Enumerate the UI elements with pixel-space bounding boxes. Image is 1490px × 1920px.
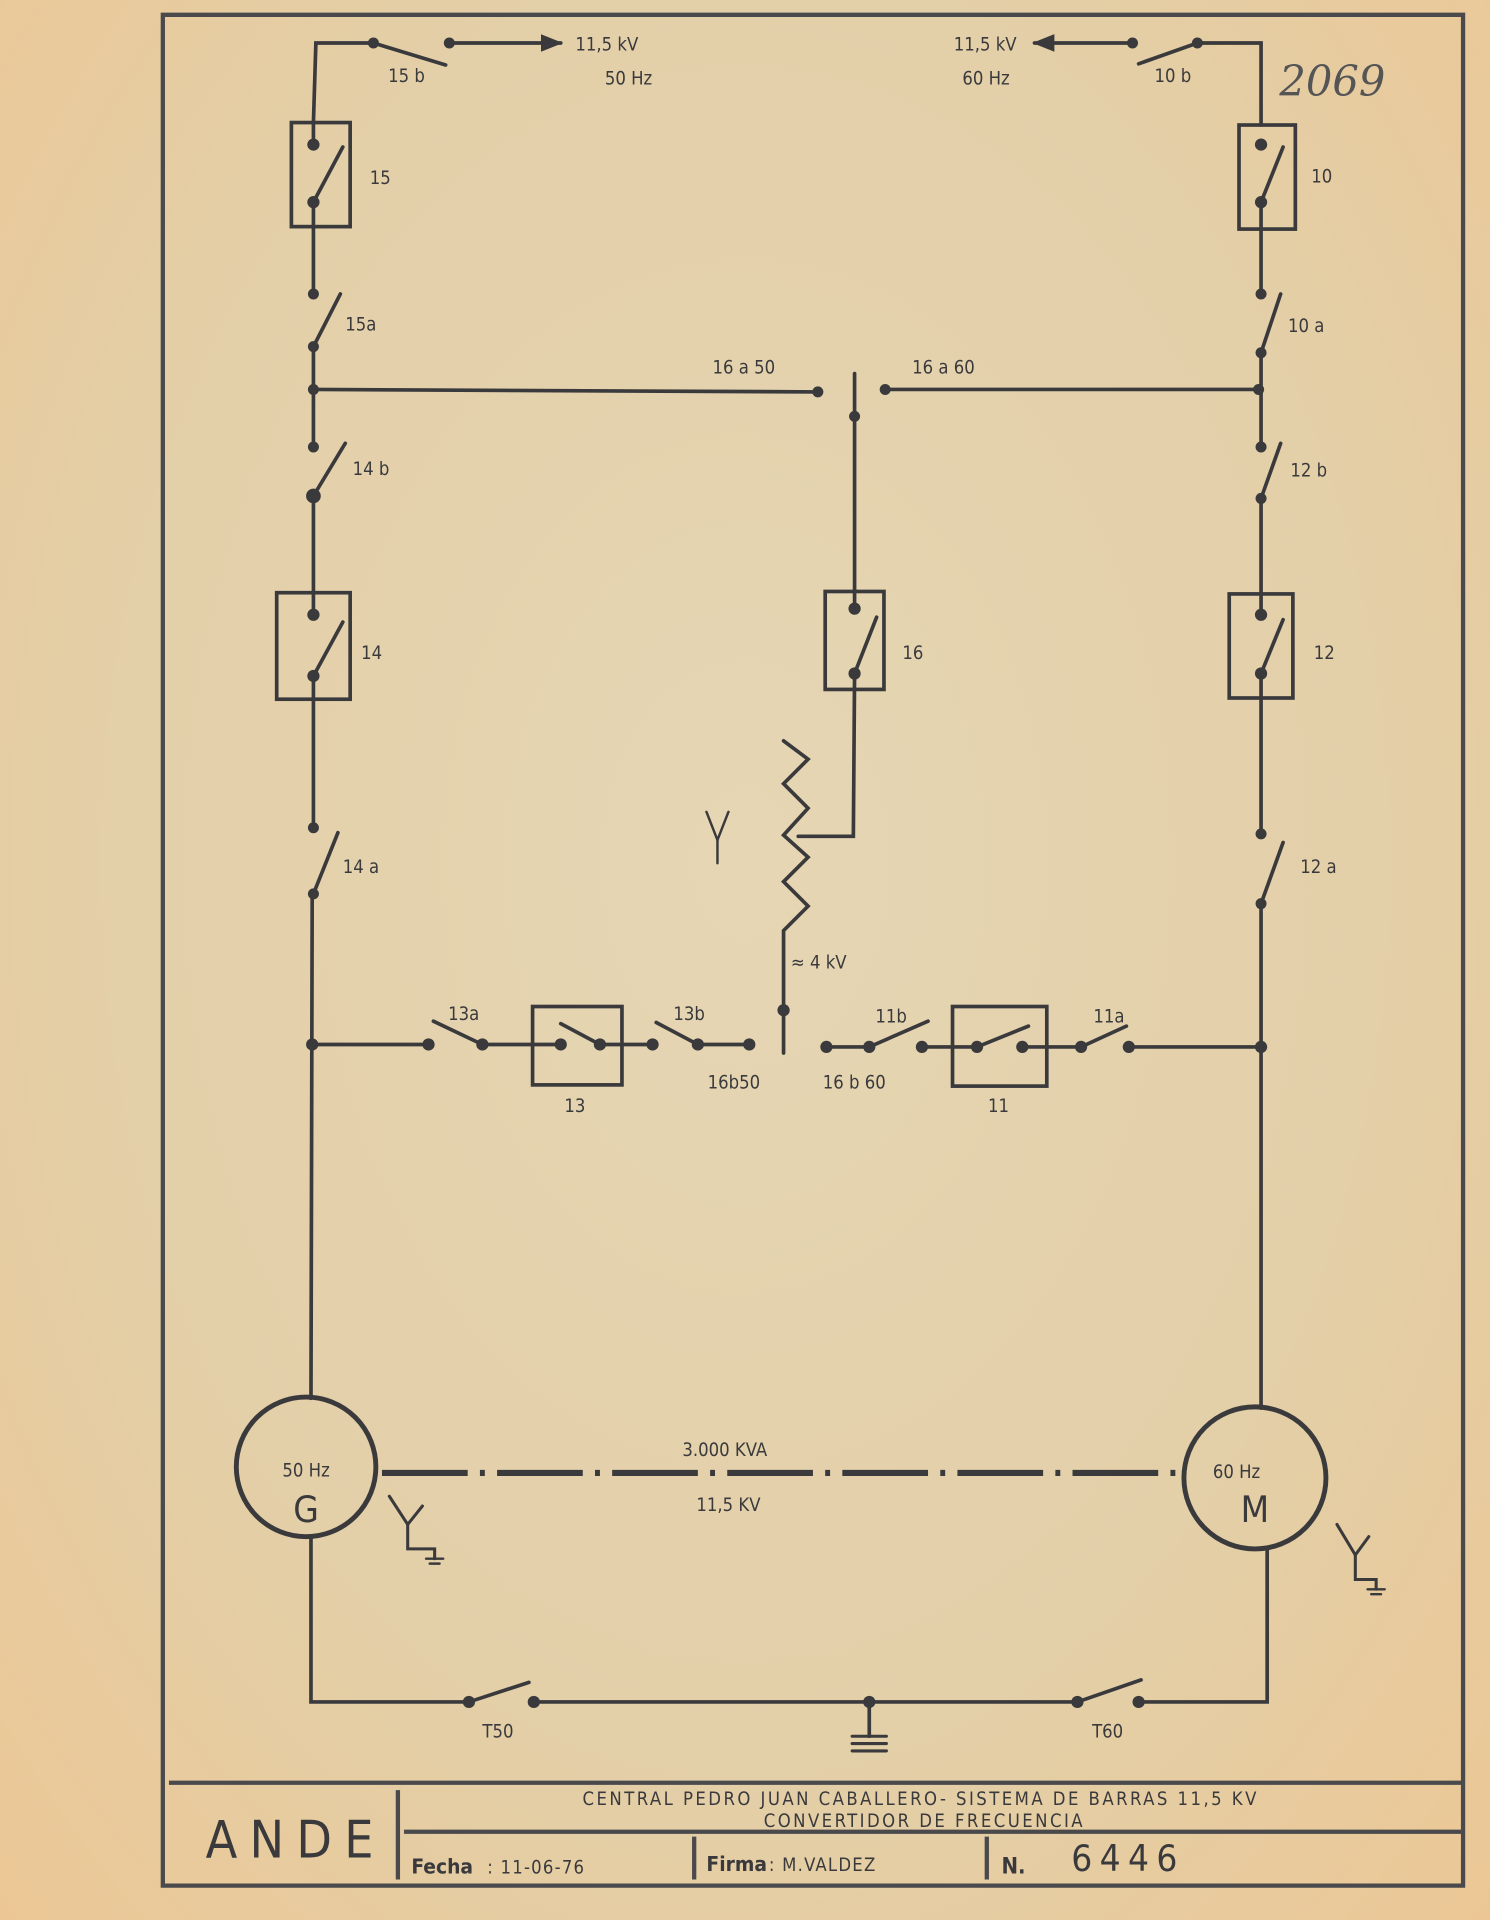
switch-t50: T50 — [462, 1680, 540, 1742]
generator-wye-ground-icon — [387, 1494, 445, 1565]
breaker-12: 12 — [1227, 592, 1335, 700]
motor-letter: M — [1241, 1488, 1270, 1531]
drawing-frame — [160, 12, 1466, 1888]
generator-frequency: 50 Hz — [282, 1461, 329, 1482]
label-15: 15 — [370, 168, 391, 189]
label-11a: 11a — [1093, 1006, 1124, 1027]
switch-14b: 14 b — [306, 441, 390, 504]
label-t50: T50 — [481, 1721, 513, 1742]
label-15b: 15 b — [388, 66, 425, 87]
label-13b: 13b — [673, 1004, 705, 1025]
switch-16b60: 16 b 60 — [820, 1040, 886, 1094]
breaker-14: 14 — [274, 590, 382, 702]
switch-15b: 15 b — [311, 34, 563, 125]
breaker-11: 11 — [950, 1004, 1049, 1117]
switch-14a: 14 a — [307, 822, 379, 900]
ground-icon — [850, 1695, 888, 1753]
generator-letter: G — [293, 1488, 319, 1531]
label-11b: 11b — [875, 1006, 907, 1027]
label-16: 16 — [902, 643, 923, 664]
switch-16a: 16 a 50 16 a 60 — [311, 358, 1263, 422]
switch-10b: 10 b — [1032, 34, 1263, 127]
label-12: 12 — [1314, 643, 1335, 664]
label-12b: 12 b — [1290, 460, 1327, 481]
machine-voltage: 11,5 KV — [696, 1495, 761, 1516]
machine-rating: 3.000 KVA — [682, 1440, 767, 1461]
label-10a: 10 a — [1288, 316, 1324, 337]
breaker-10: 10 — [1237, 123, 1332, 231]
left-output-frequency: 50 Hz — [605, 69, 652, 90]
motor-frequency: 60 Hz — [1213, 1462, 1260, 1483]
fecha-label: Fecha — [411, 1854, 473, 1878]
firma-value: : M.VALDEZ — [769, 1855, 877, 1876]
generator-50hz: 50 Hz G — [233, 1394, 379, 1540]
motor-60hz: 60 Hz M — [1181, 1404, 1329, 1552]
label-13: 13 — [564, 1096, 585, 1117]
left-output-voltage: 11,5 kV — [575, 34, 639, 55]
label-10b: 10 b — [1155, 66, 1192, 87]
breaker-15: 15 — [289, 120, 391, 229]
title-block: ANDE CENTRAL PEDRO JUAN CABALLERO- SISTE… — [206, 1789, 1259, 1880]
label-14b: 14 b — [353, 459, 390, 480]
label-16a50: 16 a 50 — [713, 358, 776, 379]
switch-16b50: 16b50 — [696, 1038, 761, 1094]
label-13a: 13a — [448, 1004, 479, 1025]
label-12a: 12 a — [1300, 857, 1336, 878]
switch-13a: 13a — [422, 1004, 489, 1051]
label-t60: T60 — [1091, 1721, 1123, 1742]
switch-12a: 12 a — [1255, 828, 1337, 910]
drawing-number: 6446 — [1071, 1837, 1184, 1880]
switch-12b: 12 b — [1255, 441, 1327, 504]
switch-10a: 10 a — [1255, 288, 1324, 359]
switch-11a: 11a — [1074, 1006, 1135, 1054]
breaker-16: 16 — [823, 589, 923, 692]
switch-11b: 11b — [863, 1006, 930, 1054]
switch-13b: 13b — [646, 1004, 705, 1051]
label-14: 14 — [361, 643, 382, 664]
drawing-title-line2: CONVERTIDOR DE FRECUENCIA — [764, 1811, 1085, 1832]
transformer-voltage: ≈ 4 kV — [791, 953, 847, 974]
wye-connection-icon — [705, 810, 730, 865]
right-output-frequency: 60 Hz — [962, 69, 1009, 90]
fecha-value: : 11-06-76 — [487, 1857, 585, 1878]
label-15a: 15a — [345, 315, 376, 336]
label-16b60: 16 b 60 — [823, 1073, 886, 1094]
label-10: 10 — [1311, 167, 1332, 188]
number-label: N. — [1001, 1854, 1025, 1879]
motor-wye-ground-icon — [1335, 1522, 1386, 1596]
label-11: 11 — [988, 1096, 1009, 1117]
drawing-title-line1: CENTRAL PEDRO JUAN CABALLERO- SISTEMA DE… — [583, 1789, 1259, 1810]
right-output-voltage: 11,5 kV — [954, 34, 1018, 55]
switch-15a: 15a — [307, 288, 376, 353]
breaker-13: 13 — [530, 1004, 624, 1117]
label-14a: 14 a — [343, 857, 379, 878]
handwritten-number: 2069 — [1278, 57, 1385, 106]
transformer-winding: ≈ 4 kV — [777, 739, 847, 1055]
organization-logo-text: ANDE — [206, 1810, 386, 1870]
label-16a60: 16 a 60 — [912, 358, 975, 379]
firma-label: Firma — [706, 1852, 767, 1876]
label-16b50: 16b50 — [708, 1073, 761, 1094]
switch-t60: T60 — [1071, 1678, 1145, 1742]
